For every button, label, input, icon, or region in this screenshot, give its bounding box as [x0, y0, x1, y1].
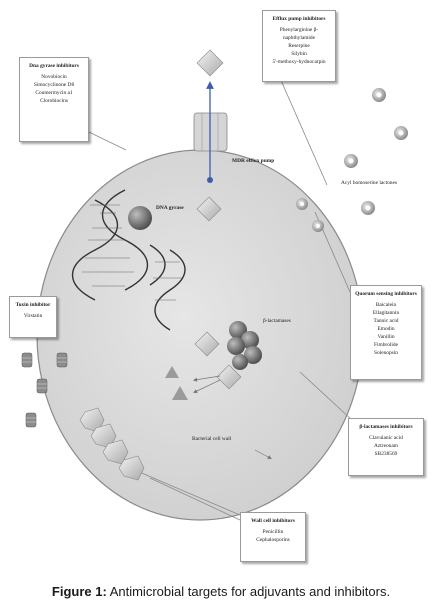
lactamase-item: Clavulanic acid — [369, 435, 403, 441]
bacterial-cell-wall-label: Bacterial cell wall — [192, 436, 232, 442]
quorum-item: Ellagitannin — [372, 310, 400, 316]
quorum-sensing-inhibitors-box: Quorum sensing inhibitors Baicalein Ella… — [350, 285, 422, 380]
dna-gyrase-label: DNA gyrase — [156, 205, 184, 211]
quorum-item: Baicalein — [375, 302, 397, 308]
gyrase-item: Coumermycin a1 — [35, 90, 73, 96]
bacterial-cell — [36, 149, 364, 521]
beta-lactamases-label: β-lactamases — [263, 318, 291, 324]
wall-item: Penicillin — [262, 529, 284, 535]
beta-lactamases-inhibitors-title: β-lactamases inhibitors — [359, 424, 413, 430]
dna-gyrase-inhibitors-box: Dna gyrase inhibitors Novobiocin Simocyc… — [19, 57, 89, 142]
efflux-pump-inhibitors-box: Efflux pump inhibitors Phenylarginine β-… — [262, 10, 336, 82]
quorum-item: Tannic acid — [373, 318, 399, 324]
dna-rungs — [82, 204, 182, 301]
wall-cell-inhibitors-title: Wall cell inhibitors — [251, 518, 295, 524]
gyrase-item: Novobiocin — [41, 74, 67, 80]
mdr-efflux-pump-label: MDR efflux pump — [232, 158, 275, 164]
quorum-sensing-inhibitors-title: Quorum sensing inhibitors — [355, 291, 417, 297]
lactamase-item: Aztreonam — [374, 443, 398, 449]
antibiotic-triangles — [165, 366, 188, 400]
acyl-homoserine-lactones-label: Acyl homoserine lactones — [341, 180, 397, 186]
gyrase-item: Simocyclinone D8 — [33, 82, 75, 88]
acyl-homoserine-lactone-rings — [296, 88, 408, 232]
gyrase-inhibitor-diamond — [196, 196, 222, 222]
efflux-item: Phenylarginine β-naphthylamide — [279, 27, 319, 41]
wall-item: Cephalosporins — [256, 537, 290, 543]
efflux-item: Silybin — [291, 51, 307, 57]
efflux-inhibitor-diamond — [196, 49, 224, 77]
efflux-pump-inhibitors-title: Efflux pump inhibitors — [272, 16, 326, 22]
lactamase-item: SB238569 — [374, 451, 398, 457]
quorum-item: Vanillin — [377, 334, 395, 340]
wall-cell-inhibitors-box: Wall cell inhibitors Penicillin Cephalos… — [240, 512, 306, 562]
quorum-item: Fimbrolide — [374, 342, 398, 348]
gyrase-item: Clorobiocins — [40, 98, 68, 104]
dna-helix — [71, 189, 186, 331]
lactamase-inhibitor-diamond-a — [194, 331, 220, 357]
toxin-inhibitor-title: Toxin inhibitor — [15, 302, 51, 308]
dna-gyrase-inhibitors-title: Dna gyrase inhibitors — [29, 63, 79, 69]
caption-text: Antimicrobial targets for adjuvants and … — [106, 584, 391, 599]
beta-lactamases-inhibitors-box: β-lactamases inhibitors Clavulanic acid … — [348, 418, 424, 476]
mdr-efflux-pump — [193, 81, 228, 183]
figure-caption: Figure 1: Antimicrobial targets for adju… — [0, 584, 442, 599]
cell-wall-hexagons — [79, 407, 145, 481]
lactamase-inhibitor-diamond-b — [216, 364, 242, 390]
toxin-molecules — [21, 352, 68, 428]
caption-prefix: Figure 1: — [51, 584, 107, 599]
toxin-inhibitor-box: Toxin inhibitor Virstatin — [9, 296, 57, 338]
efflux-item: Reserpine — [288, 43, 310, 49]
toxin-item: Virstatin — [23, 313, 43, 319]
quorum-item: Emodin — [377, 326, 395, 332]
beta-lactamase-cluster — [227, 321, 262, 370]
quorum-item: Solenopsin — [374, 350, 398, 356]
dna-gyrase-enzyme — [128, 206, 152, 230]
efflux-item: 5'-methoxy-hydnocarpin — [272, 59, 326, 65]
